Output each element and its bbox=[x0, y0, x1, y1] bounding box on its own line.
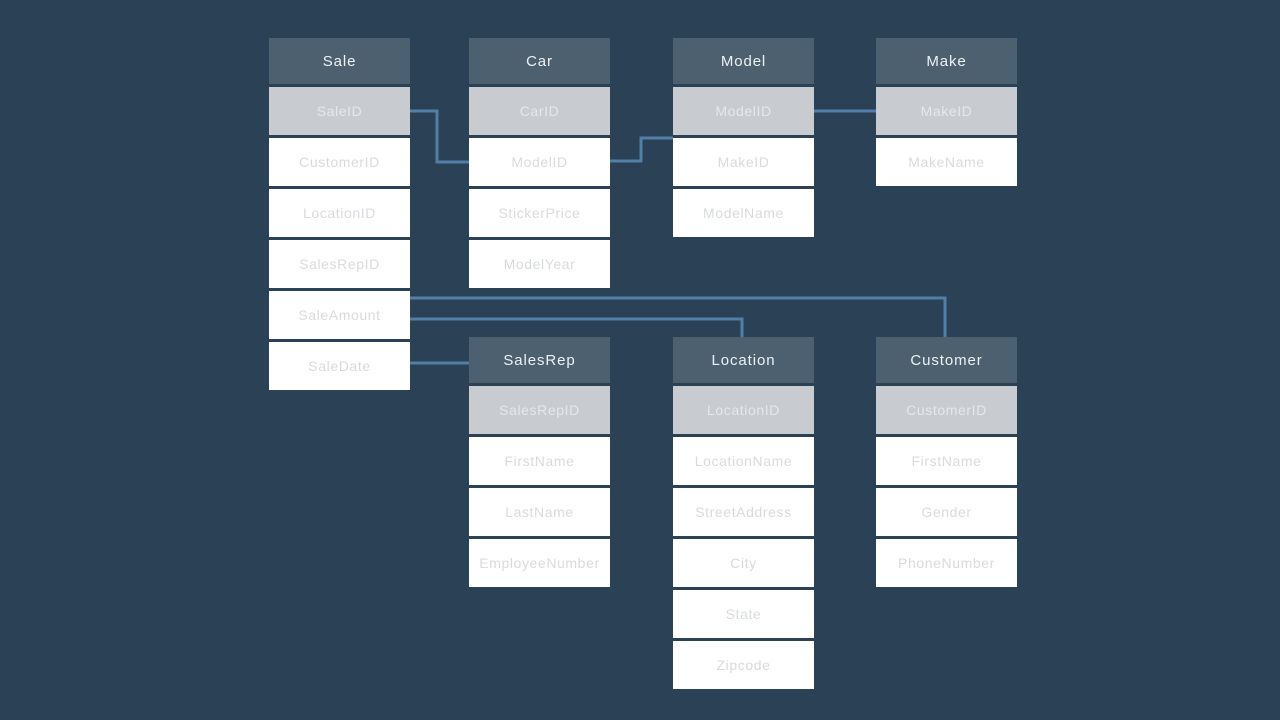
table-car-column-stickerprice: StickerPrice bbox=[469, 189, 610, 237]
table-salesrep-column-employeenumber: EmployeeNumber bbox=[469, 539, 610, 587]
table-customer-title: Customer bbox=[876, 337, 1017, 383]
table-location-title: Location bbox=[673, 337, 814, 383]
table-location-column-state: State bbox=[673, 590, 814, 638]
table-salesrep-column-firstname: FirstName bbox=[469, 437, 610, 485]
table-location-column-city: City bbox=[673, 539, 814, 587]
table-customer-column-phonenumber: PhoneNumber bbox=[876, 539, 1017, 587]
table-salesrep-title: SalesRep bbox=[469, 337, 610, 383]
table-model-title: Model bbox=[673, 38, 814, 84]
table-customer-column-gender: Gender bbox=[876, 488, 1017, 536]
table-sale-title: Sale bbox=[269, 38, 410, 84]
table-car-title: Car bbox=[469, 38, 610, 84]
table-customer-column-customerid: CustomerID bbox=[876, 386, 1017, 434]
table-sale-column-saleid: SaleID bbox=[269, 87, 410, 135]
table-car-column-carid: CarID bbox=[469, 87, 610, 135]
table-model-column-modelname: ModelName bbox=[673, 189, 814, 237]
table-location-column-locationname: LocationName bbox=[673, 437, 814, 485]
table-salesrep-column-lastname: LastName bbox=[469, 488, 610, 536]
table-make-column-makename: MakeName bbox=[876, 138, 1017, 186]
table-model-column-modelid: ModelID bbox=[673, 87, 814, 135]
table-sale-column-locationid: LocationID bbox=[269, 189, 410, 237]
table-model-column-makeid: MakeID bbox=[673, 138, 814, 186]
table-customer-column-firstname: FirstName bbox=[876, 437, 1017, 485]
connector-car-modelid-to-model bbox=[610, 136, 673, 163]
table-sale-column-saledate: SaleDate bbox=[269, 342, 410, 390]
table-location-column-streetaddress: StreetAddress bbox=[673, 488, 814, 536]
connector-sale-saleid-to-car-modelid bbox=[410, 109, 469, 164]
table-car-column-modelyear: ModelYear bbox=[469, 240, 610, 288]
table-make-title: Make bbox=[876, 38, 1017, 84]
table-location-column-locationid: LocationID bbox=[673, 386, 814, 434]
table-make-column-makeid: MakeID bbox=[876, 87, 1017, 135]
table-sale-column-salesrepid: SalesRepID bbox=[269, 240, 410, 288]
connector-sale-to-customer bbox=[410, 296, 947, 341]
table-car-column-modelid: ModelID bbox=[469, 138, 610, 186]
table-sale-column-saleamount: SaleAmount bbox=[269, 291, 410, 339]
table-sale-column-customerid: CustomerID bbox=[269, 138, 410, 186]
table-location-column-zipcode: Zipcode bbox=[673, 641, 814, 689]
table-salesrep-column-salesrepid: SalesRepID bbox=[469, 386, 610, 434]
